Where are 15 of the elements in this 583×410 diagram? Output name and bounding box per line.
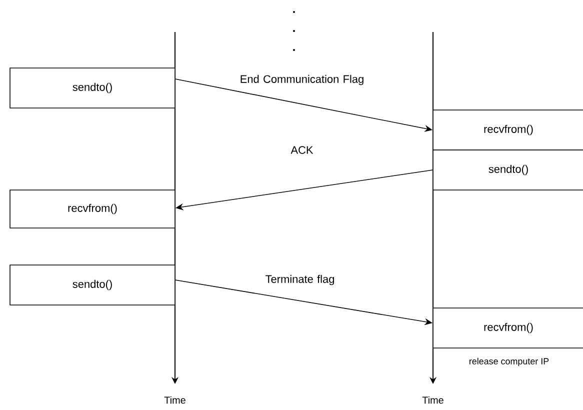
function-box: sendto() <box>10 68 176 108</box>
axis-label: Time <box>422 396 444 404</box>
node-label: sendto() <box>488 164 528 176</box>
function-box: sendto() <box>10 264 176 306</box>
edge-label: Terminate flag <box>266 274 334 286</box>
function-box: recvfrom() <box>432 308 583 348</box>
node-label: recvfrom() <box>484 322 533 334</box>
function-box: recvfrom() <box>10 190 176 228</box>
edge-label: ACK <box>290 146 314 154</box>
axis-label: Time <box>164 396 186 404</box>
node-label: recvfrom() <box>484 124 533 136</box>
function-box: sendto() <box>432 150 583 190</box>
function-box: recvfrom() <box>432 110 583 150</box>
edge-label: End Communication Flag <box>240 74 364 86</box>
note-text: release computer IP <box>469 358 549 366</box>
